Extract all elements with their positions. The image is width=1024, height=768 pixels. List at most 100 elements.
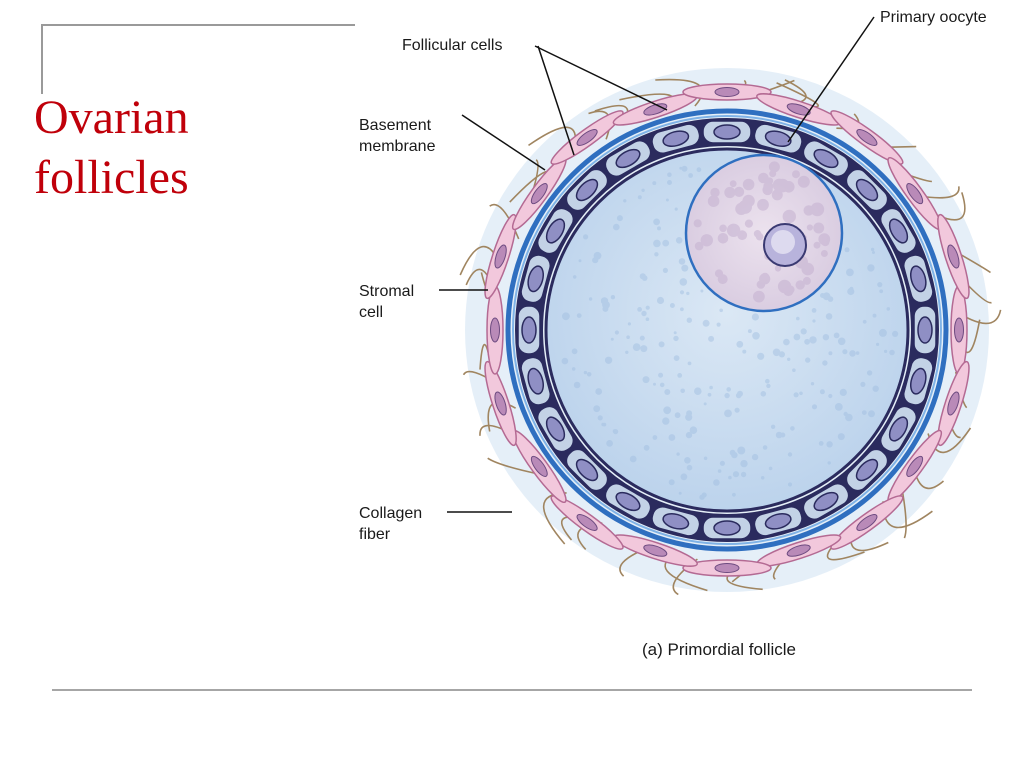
cytoplasm-granule [674,207,678,211]
cytoplasm-granule [747,329,752,334]
stromal-cell [950,285,968,375]
cytoplasm-granule [826,441,833,448]
cytoplasm-granule [593,251,602,260]
cytoplasm-granule [675,237,683,244]
cytoplasm-granule [886,307,891,311]
cytoplasm-granule [828,393,833,399]
cytoplasm-granule [658,372,664,378]
label-stromal-cell-1: Stromal [359,283,414,300]
cytoplasm-granule [702,319,710,327]
follicular-cell [753,505,803,537]
stromal-cell [682,83,772,101]
follicular-cell-nucleus [521,316,537,344]
chromatin-granule [810,202,825,217]
stromal-cell [830,110,904,165]
stromal-cell-nucleus [494,244,507,269]
cytoplasm-granule [799,391,803,396]
stromal-cell-nucleus [947,244,960,269]
cytoplasm-granule [787,482,793,487]
cytoplasm-granule [877,282,883,288]
cytoplasm-granule [652,181,657,186]
cytoplasm-granule [737,446,746,455]
chromatin-granule [693,219,702,228]
chromatin-granule [802,276,811,285]
figure-caption: (a) Primordial follicle [642,640,796,659]
cytoplasm-granule [678,258,686,265]
cytoplasm-granule [737,390,743,397]
frame-left-line [41,24,43,94]
cytoplasm-granule [846,268,854,277]
stromal-cell-nucleus [494,391,507,416]
cytoplasm-granule [572,275,577,279]
chromatin-granule [758,172,769,184]
chromatin-granule [755,232,764,241]
follicular-cell [879,207,918,255]
cytoplasm-granule [800,328,807,335]
cytoplasm-granule [828,351,833,356]
cytoplasm-granule [662,267,669,273]
cytoplasm-granule [685,431,693,439]
cytoplasm-granule [796,316,800,321]
follicular-cell-nucleus [575,458,599,482]
cytoplasm-granule [643,444,650,451]
collagen-fiber [826,544,865,561]
cytoplasm-granule [665,198,669,202]
cytoplasm-granule [686,317,692,323]
cytoplasm-granule [751,313,760,321]
cytoplasm-granule [600,297,609,305]
cytoplasm-granule [673,355,680,361]
collagen-fiber [487,457,540,475]
chromatin-granule [724,186,736,199]
follicular-cell [802,139,850,178]
chromatin-granule [700,234,713,247]
stromal-cell-nucleus [530,455,548,477]
cytoplasm-granule [667,180,672,185]
cytoplasm-granule [586,372,592,377]
chromatin-granule [774,265,782,272]
cytoplasm-granule [576,313,582,318]
cytoplasm-granule [632,343,641,351]
chromatin-granule [753,290,765,303]
slide-title-line-1: Ovarian [34,91,189,144]
cytoplasm-granule [707,392,712,397]
chromatin-granule [813,222,825,234]
cytoplasm-granule [719,460,726,466]
cytoplasm-granule [870,247,875,252]
cytoplasm-granule [610,295,616,300]
cytoplasm-granule [757,352,765,360]
chromatin-granule [719,224,727,233]
cytoplasm-granule [762,445,768,450]
cytoplasm-granule [872,313,877,318]
chromatin-granule [821,237,830,247]
stromal-cell [550,495,624,550]
chromatin-granule [756,280,766,289]
cytoplasm-granule [610,337,614,341]
cytoplasm-granule [662,417,670,425]
cytoplasm-granule [751,453,759,461]
stromal-cell-nucleus [530,183,548,205]
follicular-cell-nucleus [917,316,933,344]
cytoplasm-granule [703,456,708,461]
cytoplasm-granule [804,338,810,345]
slide-title: Ovarian follicles [34,88,189,208]
stromal-cell-nucleus [786,103,811,116]
stromal-cell [756,93,842,126]
follicular-cell-nucleus [909,367,927,395]
cytoplasm-granule [667,172,672,177]
cytoplasm-granule [825,313,833,320]
chromatin-granule [707,195,720,207]
follicular-cell-nucleus [527,265,545,293]
cytoplasm-granule [778,351,786,358]
cytoplasm-granule [878,328,887,337]
cytoplasm-granule [700,289,704,293]
follicular-cell [902,254,934,304]
leader-basement-membrane [461,114,546,171]
chromatin-granule [785,213,794,222]
cytoplasm-granule [674,412,681,419]
label-stromal-cell-2: cell [359,304,383,321]
cytoplasm-granule [629,455,637,463]
follicular-cell [604,139,652,178]
collagen-fiber [655,78,704,107]
